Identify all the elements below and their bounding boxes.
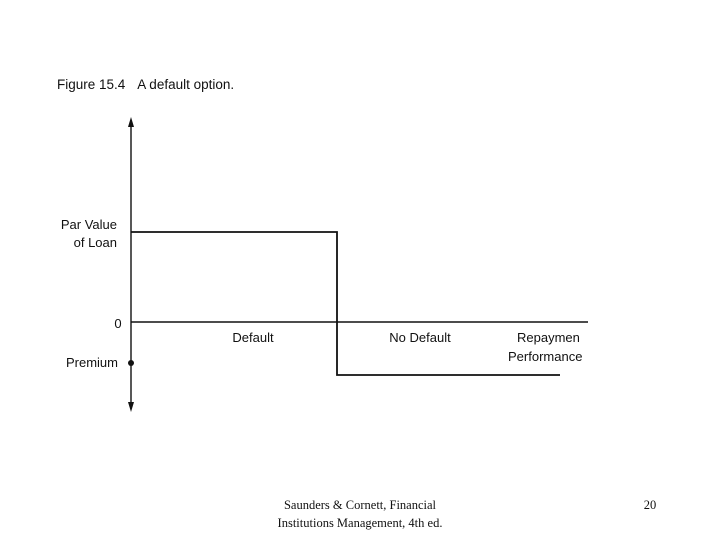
footer-credit-line2: Institutions Management, 4th ed. (277, 516, 443, 530)
page-number: 20 (643, 498, 657, 512)
default-region-label: Default (232, 330, 274, 345)
footer-credit: Saunders & Cornett, Financial Institutio… (255, 496, 465, 532)
premium-label: Premium (66, 355, 118, 370)
figure-title: A default option. (137, 77, 235, 92)
repayment-label-line2: Performance (508, 349, 582, 364)
par-value-label-line1: Par Value (61, 217, 117, 232)
no-default-region-label: No Default (389, 330, 451, 345)
right-edge-mask (589, 325, 720, 370)
par-value-label-line2: of Loan (74, 235, 117, 250)
payoff-line (131, 231, 560, 376)
premium-dot (128, 360, 134, 366)
footer-credit-line1: Saunders & Cornett, Financial (283, 498, 437, 512)
repayment-label-line1: Repaymen (517, 330, 580, 345)
zero-label: 0 (114, 316, 121, 331)
axis-arrow-up-icon (128, 117, 134, 127)
figure-number: Figure 15.4 (57, 77, 126, 92)
figure-caption: Figure 15.4 A default option. (57, 77, 234, 92)
axis-arrow-down-icon (128, 402, 134, 412)
